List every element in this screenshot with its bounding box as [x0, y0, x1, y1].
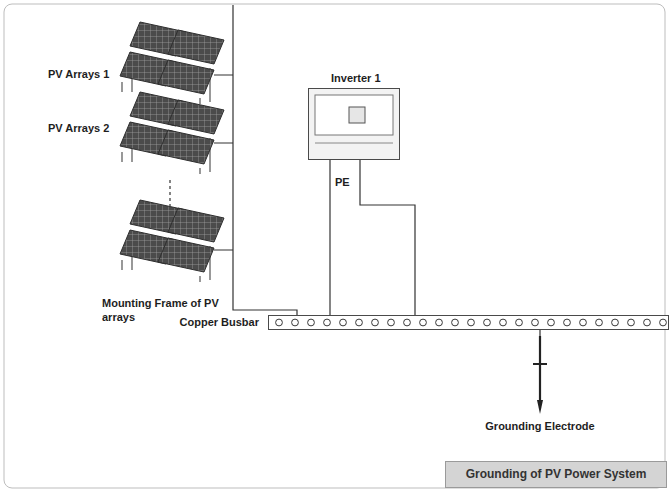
- pv-arrays: [120, 22, 224, 282]
- node-label: Inverter 1: [331, 72, 381, 86]
- mounting-frame-wire: [170, 5, 297, 315]
- electrode-node: Grounding Electrode: [530, 336, 550, 416]
- solar-panel: [158, 60, 214, 94]
- node-label: Copper Busbar: [180, 316, 259, 330]
- page-border: [4, 4, 665, 488]
- array-label: PV Arrays 1: [48, 68, 109, 82]
- solar-panel: [168, 30, 224, 64]
- diagram-title: Grounding of PV Power System: [466, 467, 647, 482]
- ground-wire: [329, 160, 330, 315]
- solar-panel: [168, 208, 224, 242]
- frame-label: Mounting Frame of PV arrays: [102, 297, 232, 325]
- inverter-body: [309, 89, 399, 159]
- solar-panel: [158, 130, 214, 164]
- title-box: Grounding of PV Power System: [445, 461, 667, 488]
- display-window: [349, 107, 365, 123]
- ground-wire: [539, 330, 540, 336]
- node-label: Grounding Electrode: [485, 420, 594, 434]
- busbar-holes: [269, 316, 669, 329]
- pv-array: [120, 200, 224, 282]
- electrode-rod: [530, 336, 550, 416]
- pv-array: [120, 92, 224, 174]
- ground-wire: [360, 160, 415, 315]
- solar-panel: [158, 238, 214, 272]
- solar-panel: [168, 100, 224, 134]
- inverter-node: Inverter 1: [308, 88, 400, 160]
- busbar-node: Copper Busbar: [268, 315, 669, 330]
- pv-array: [120, 22, 224, 104]
- wire-label: PE: [334, 176, 351, 190]
- array-label: PV Arrays 2: [48, 122, 109, 136]
